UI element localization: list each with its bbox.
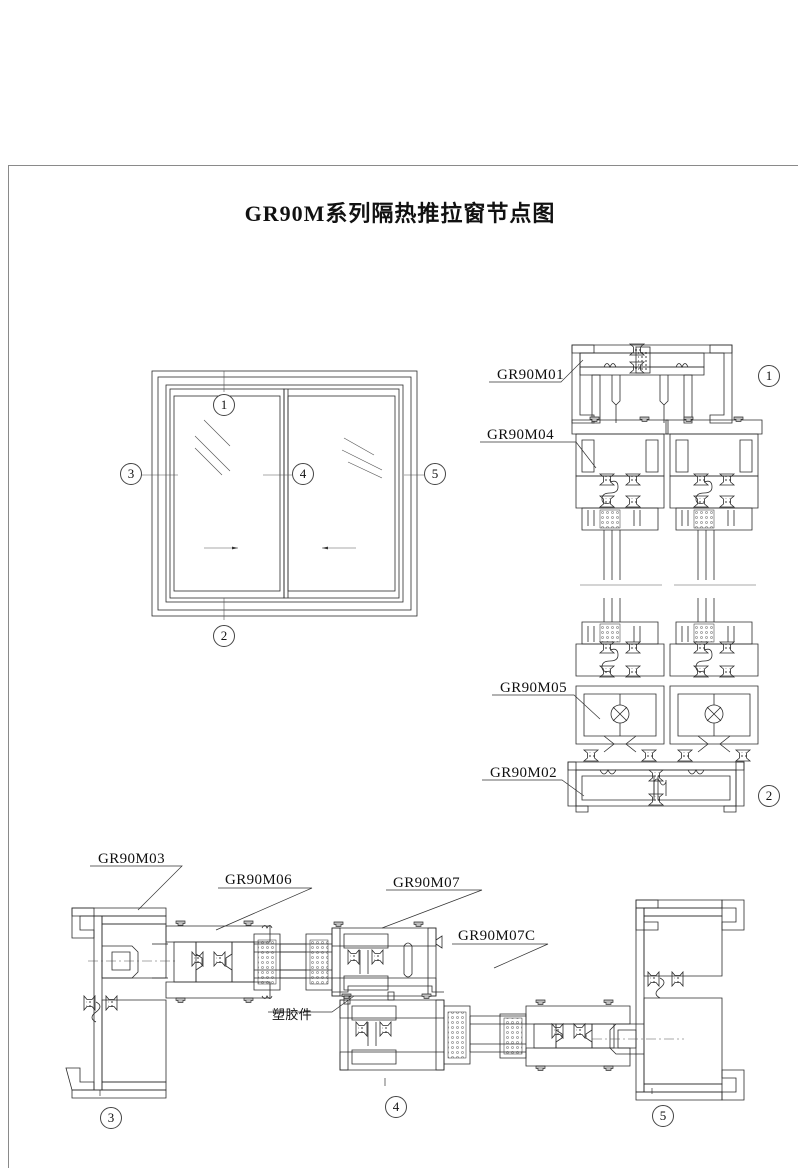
section-marker-5: 5: [652, 1105, 674, 1127]
sash-bottom-right: [669, 598, 759, 762]
elevation-marker-1: 1: [213, 394, 235, 416]
section-1-head: [571, 343, 763, 586]
meeting-stile-profile: [254, 921, 526, 1071]
callout-gr90m05: GR90M05: [500, 680, 567, 696]
right-sash-and-jamb: [499, 899, 745, 1101]
sash-top-left: [571, 416, 669, 580]
callout-gr90m04: GR90M04: [487, 427, 554, 443]
section-marker-3: 3: [100, 1107, 122, 1129]
callout-plastic-part: 塑胶件: [272, 1008, 313, 1023]
elevation-marker-2: 2: [213, 625, 235, 647]
callout-gr90m06: GR90M06: [225, 872, 292, 888]
sash-bottom-left: [575, 598, 665, 762]
elevation-marker-5: 5: [424, 463, 446, 485]
section-2-sill: [567, 598, 759, 813]
left-jamb: [65, 907, 176, 1099]
callout-gr90m03: GR90M03: [98, 851, 165, 867]
page-title: GR90M系列隔热推拉窗节点图: [244, 201, 556, 226]
section-marker-4: 4: [385, 1096, 407, 1118]
section-bottom-jambs: [65, 899, 745, 1101]
callout-gr90m07c: GR90M07C: [458, 928, 536, 944]
left-sash-profile: [165, 920, 332, 1003]
elevation-marker-3: 3: [120, 463, 142, 485]
callout-leaders: [90, 359, 653, 1096]
elevation-drawing: [139, 370, 424, 620]
section-marker-2: 2: [758, 785, 780, 807]
callout-gr90m07: GR90M07: [393, 875, 460, 891]
callout-gr90m01: GR90M01: [497, 367, 564, 383]
callout-gr90m02: GR90M02: [490, 765, 557, 781]
elevation-marker-4: 4: [292, 463, 314, 485]
sash-top-right: [665, 416, 763, 580]
section-marker-1: 1: [758, 365, 780, 387]
